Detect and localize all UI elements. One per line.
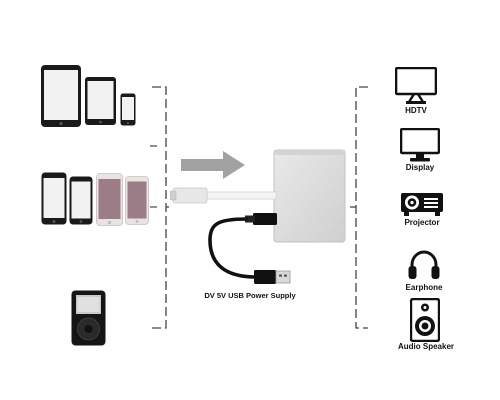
tv-icon xyxy=(395,67,437,104)
earphone-label: Earphone xyxy=(405,283,443,292)
projector-label: Projector xyxy=(404,218,440,227)
speaker-icon xyxy=(410,298,440,342)
phone-icon xyxy=(125,176,149,225)
usb-c-adapter xyxy=(170,140,360,320)
source-devices xyxy=(0,0,150,400)
phone-icon xyxy=(96,173,123,226)
right-bracket xyxy=(350,86,368,329)
ipod-icon xyxy=(71,290,106,346)
projector-icon xyxy=(401,193,443,216)
left-bracket xyxy=(150,86,169,329)
display-label: Display xyxy=(405,163,435,172)
tablet-icon xyxy=(85,77,116,125)
power-supply-label: DV 5V USB Power Supply xyxy=(204,291,296,300)
arrow-right-icon xyxy=(181,151,245,179)
phone-icon xyxy=(120,93,136,126)
phone-icon xyxy=(41,172,67,225)
monitor-icon xyxy=(400,128,440,162)
audio-speaker-label: Audio Speaker xyxy=(397,342,454,351)
hdtv-label: HDTV xyxy=(405,106,427,115)
tablet-icon xyxy=(41,65,81,127)
phone-icon xyxy=(69,176,93,225)
usb-cable-icon xyxy=(170,149,346,284)
output-devices: HDTV Display Projector Earphone Audio Sp… xyxy=(370,0,500,400)
headphones-icon xyxy=(408,250,440,279)
